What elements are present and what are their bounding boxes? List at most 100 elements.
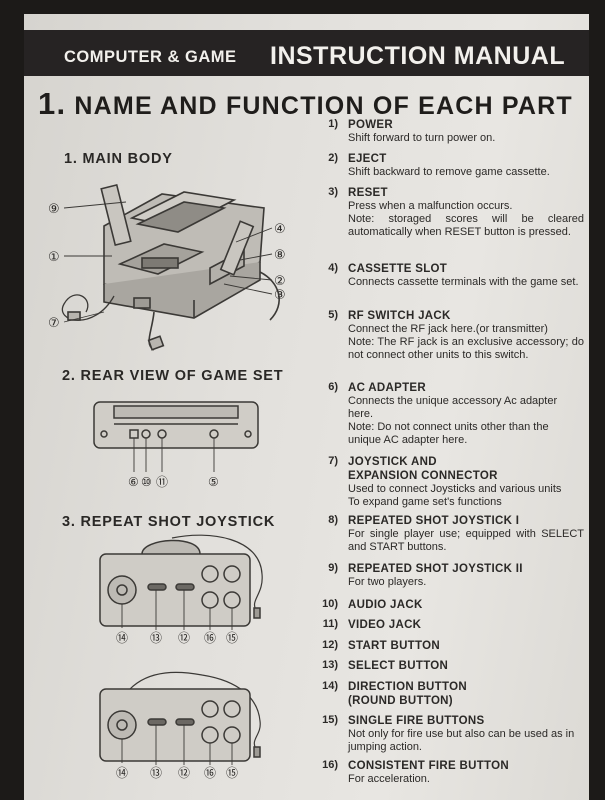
joystick-diagram-2: ⑭ ⑬ ⑫ ⑯ ⑮ [90, 669, 280, 781]
item-number: 2) [328, 152, 338, 164]
item-title: AUDIO JACK [348, 599, 423, 611]
item-title: REPEATED SHOT JOYSTICK II [348, 563, 523, 575]
item-number: 12) [322, 639, 338, 651]
item-number: 10) [322, 598, 338, 610]
item-note: Note: Do not connect units other than th… [348, 421, 549, 446]
list-item-single-fire-buttons: 15) SINGLE FIRE BUTTONS Not only for fir… [312, 714, 584, 754]
item-description: Press when a malfunction occurs. [348, 200, 513, 212]
callout-16: ⑯ [204, 631, 216, 645]
callout-15: ⑮ [226, 631, 238, 645]
joystick-diagram-1: ⑭ ⑬ ⑫ ⑯ ⑮ [90, 534, 280, 646]
item-description: Connect the RF jack here.(or transmitter… [348, 323, 548, 335]
item-title-line-2: EXPANSION CONNECTOR [348, 470, 498, 482]
callout-1: ① [48, 250, 60, 265]
main-body-diagram: ⑨ ① ⑦ ④ ⑧ ② ③ [34, 172, 304, 357]
item-title: SELECT BUTTON [348, 660, 449, 672]
item-number: 14) [322, 680, 338, 692]
item-number: 1) [328, 118, 338, 130]
item-number: 4) [328, 262, 338, 274]
list-item-power: 1) POWER Shift forward to turn power on. [312, 118, 584, 145]
item-description: Shift backward to remove game cassette. [348, 166, 550, 178]
banner-subtitle: COMPUTER & GAME [64, 48, 237, 66]
item-description: For acceleration. [348, 773, 430, 785]
list-item-direction-button: 14) DIRECTION BUTTON (ROUND BUTTON) [312, 680, 584, 708]
item-number: 3) [328, 186, 338, 198]
manual-page: COMPUTER & GAME INSTRUCTION MANUAL 1. NA… [24, 14, 589, 800]
section-heading-number: 1. [38, 86, 67, 121]
main-body-title: 1. MAIN BODY [64, 151, 173, 167]
section-heading: 1. NAME AND FUNCTION OF EACH PART [38, 86, 573, 122]
item-number: 9) [328, 562, 338, 574]
item-title: VIDEO JACK [348, 619, 422, 631]
list-item-eject: 2) EJECT Shift backward to remove game c… [312, 152, 584, 179]
item-number: 15) [322, 714, 338, 726]
console-drawing: ⑨ ① ⑦ ④ ⑧ ② ③ [48, 183, 286, 351]
callout-16: ⑯ [204, 766, 216, 780]
item-title: RESET [348, 187, 388, 199]
item-description: Used to connect Joysticks and various un… [348, 483, 562, 495]
callout-14: ⑭ [116, 766, 128, 780]
callout-14: ⑭ [116, 631, 128, 645]
item-number: 8) [328, 514, 338, 526]
list-item-video-jack: 11) VIDEO JACK [312, 618, 584, 632]
list-item-rf-switch-jack: 5) RF SWITCH JACK Connect the RF jack he… [312, 309, 584, 362]
list-item-reset: 3) RESET Press when a malfunction occurs… [312, 186, 584, 239]
list-item-joystick-connector: 7) JOYSTICK AND EXPANSION CONNECTOR Used… [312, 455, 584, 509]
item-title: JOYSTICK AND [348, 456, 437, 468]
item-title: AC ADAPTER [348, 382, 426, 394]
item-description: Not only for fire use but also can be us… [348, 728, 575, 753]
item-description-line-2: To expand game set's functions [348, 496, 502, 508]
list-item-cassette-slot: 4) CASSETTE SLOT Connects cassette termi… [312, 262, 584, 289]
item-number: 5) [328, 309, 338, 321]
item-description: For two players. [348, 576, 427, 588]
rear-view-title: 2. REAR VIEW OF GAME SET [62, 368, 284, 384]
item-number: 7) [328, 455, 338, 467]
callout-6: ⑥ [128, 475, 139, 489]
joystick-drawing-1: ⑭ ⑬ ⑫ ⑯ ⑮ [99, 534, 263, 645]
list-item-ac-adapter: 6) AC ADAPTER Connects the unique access… [312, 381, 584, 447]
callout-3: ③ [274, 288, 286, 303]
callout-10: ⑩ [141, 475, 152, 489]
rear-view-diagram: ⑥ ⑩ ⑪ ⑤ [86, 396, 266, 496]
callout-5: ⑤ [208, 475, 219, 489]
list-item-consistent-fire-button: 16) CONSISTENT FIRE BUTTON For accelerat… [312, 759, 584, 786]
item-title: START BUTTON [348, 640, 440, 652]
item-note: Note: storaged scores will be cleared au… [348, 213, 584, 238]
item-description: Connects cassette terminals with the gam… [348, 276, 579, 288]
callout-9: ⑨ [48, 202, 60, 217]
callout-4: ④ [274, 222, 286, 237]
joystick-title: 3. REPEAT SHOT JOYSTICK [62, 514, 276, 530]
item-description: For single player use; equipped with SEL… [348, 528, 584, 553]
item-title: EJECT [348, 153, 387, 165]
item-description: Connects the unique accessory Ac adapter… [348, 395, 558, 420]
callout-11: ⑪ [156, 475, 168, 489]
list-item-joystick-1: 8) REPEATED SHOT JOYSTICK I For single p… [312, 514, 584, 554]
callout-13: ⑬ [150, 631, 162, 645]
item-title: CASSETTE SLOT [348, 263, 448, 275]
banner-title: INSTRUCTION MANUAL [270, 42, 566, 70]
callout-15: ⑮ [226, 766, 238, 780]
callout-8: ⑧ [274, 248, 286, 263]
callout-12: ⑫ [178, 631, 190, 645]
rear-panel-drawing: ⑥ ⑩ ⑪ ⑤ [93, 401, 259, 489]
joystick-drawing-2: ⑭ ⑬ ⑫ ⑯ ⑮ [99, 671, 261, 780]
item-title-line-2: (ROUND BUTTON) [348, 695, 453, 707]
callout-12: ⑫ [178, 766, 190, 780]
item-title: SINGLE FIRE BUTTONS [348, 715, 485, 727]
item-title: DIRECTION BUTTON [348, 681, 467, 693]
list-item-audio-jack: 10) AUDIO JACK [312, 598, 584, 612]
list-item-joystick-2: 9) REPEATED SHOT JOYSTICK II For two pla… [312, 562, 584, 589]
list-item-select-button: 13) SELECT BUTTON [312, 659, 584, 673]
callout-2: ② [274, 274, 286, 289]
item-number: 13) [322, 659, 338, 671]
item-number: 11) [322, 618, 338, 630]
item-title: POWER [348, 119, 393, 131]
item-number: 6) [328, 381, 338, 393]
callout-13: ⑬ [150, 766, 162, 780]
list-item-start-button: 12) START BUTTON [312, 639, 584, 653]
item-description: Shift forward to turn power on. [348, 132, 496, 144]
item-title: CONSISTENT FIRE BUTTON [348, 760, 510, 772]
section-heading-text: NAME AND FUNCTION OF EACH PART [74, 92, 573, 120]
item-title: REPEATED SHOT JOYSTICK I [348, 515, 520, 527]
callout-7: ⑦ [48, 316, 60, 331]
